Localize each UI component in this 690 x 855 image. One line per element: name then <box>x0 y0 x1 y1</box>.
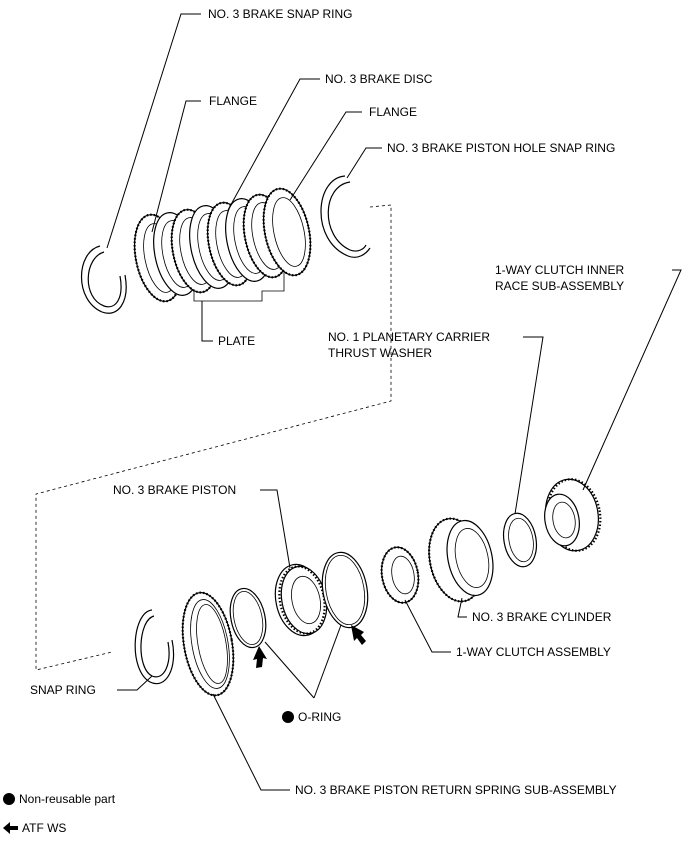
label-inner-race-1: 1-WAY CLUTCH INNER <box>495 263 624 277</box>
atf-arrow-icon <box>351 625 366 645</box>
inner-race-part <box>544 478 602 552</box>
label-inner-race-2: RACE SUB-ASSEMBLY <box>495 279 624 293</box>
legend-non-reusable: Non-reusable part <box>19 792 116 806</box>
label-flange-right: FLANGE <box>369 105 417 119</box>
return-spring-part <box>181 591 235 697</box>
atf-arrow-icon <box>253 646 267 668</box>
label-plate: PLATE <box>218 334 255 348</box>
label-oneway-clutch-assembly: 1-WAY CLUTCH ASSEMBLY <box>456 645 611 659</box>
label-no3-brake-cylinder: NO. 3 BRAKE CYLINDER <box>472 610 612 624</box>
filled-circle-icon <box>3 793 15 805</box>
label-return-spring: NO. 3 BRAKE PISTON RETURN SPRING SUB-ASS… <box>295 783 617 797</box>
o-ring-inner-part <box>229 587 267 649</box>
label-piston-hole-snap-ring: NO. 3 BRAKE PISTON HOLE SNAP RING <box>387 141 615 155</box>
non-reusable-icon <box>282 711 294 723</box>
left-arrow-icon <box>3 822 18 834</box>
leader-lines <box>106 13 682 791</box>
disc-stack <box>133 187 312 303</box>
label-no3-brake-disc: NO. 3 BRAKE DISC <box>325 72 433 86</box>
label-o-ring: O-RING <box>298 710 341 724</box>
piston-hole-snap-ring-part <box>320 175 371 258</box>
label-no3-brake-snap-ring: NO. 3 BRAKE SNAP RING <box>208 7 353 21</box>
legend: Non-reusable part ATF WS <box>3 792 116 835</box>
label-thrust-washer-2: THRUST WASHER <box>328 346 432 360</box>
no3-brake-snap-ring-part <box>81 245 127 314</box>
label-thrust-washer-1: NO. 1 PLANETARY CARRIER <box>328 330 490 344</box>
label-snap-ring: SNAP RING <box>30 683 96 697</box>
oneway-clutch-part <box>380 546 420 604</box>
legend-atf-ws: ATF WS <box>22 821 66 835</box>
label-flange-left: FLANGE <box>209 94 257 108</box>
no3-brake-cylinder-part <box>428 517 494 603</box>
snap-ring-part <box>134 609 175 685</box>
label-no3-brake-piston: NO. 3 BRAKE PISTON <box>113 483 236 497</box>
